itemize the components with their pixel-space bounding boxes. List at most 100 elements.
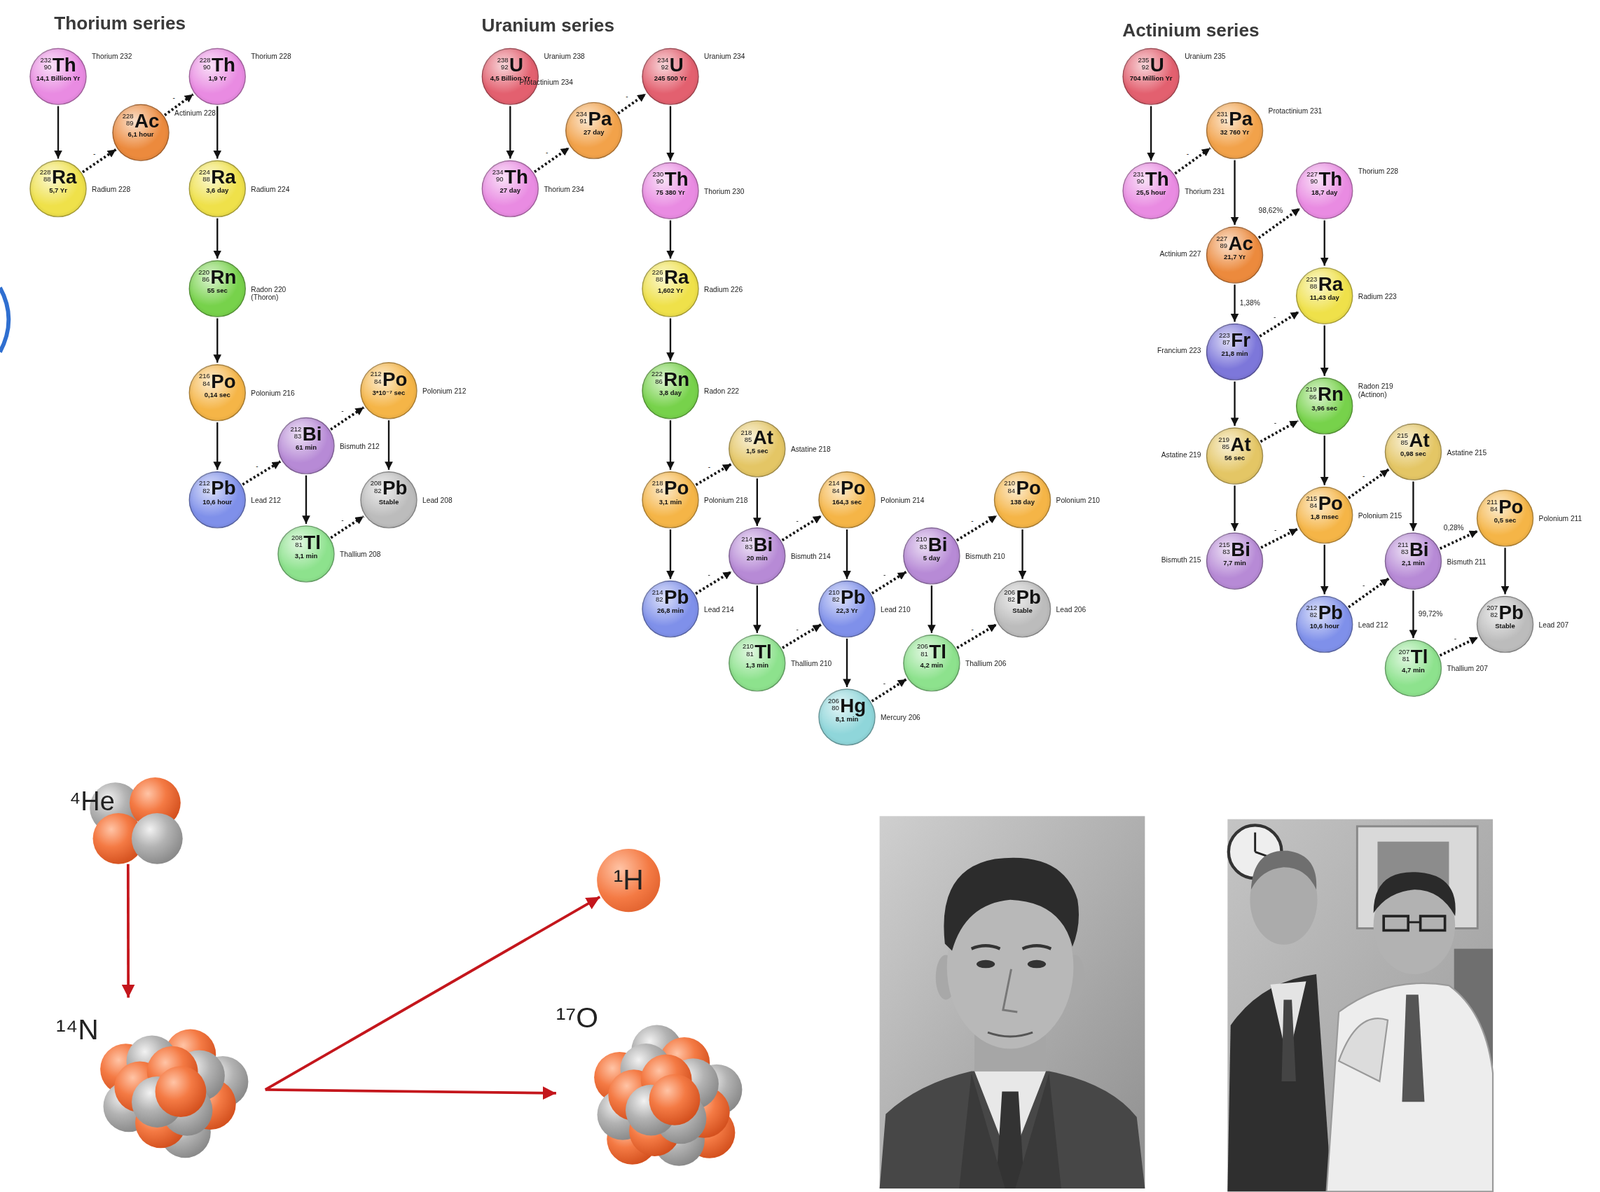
nucleon-numbers: 23492 — [657, 57, 669, 72]
nuclide-name: Protactinium 234 — [519, 78, 591, 87]
nucleon-numbers: 21282 — [1305, 605, 1317, 620]
alpha-decay-arrow — [756, 478, 758, 527]
mass-number: 206 — [1003, 589, 1016, 597]
nucleon-numbers: 22286 — [651, 371, 663, 386]
atomic-number: 82 — [1007, 596, 1016, 604]
alpha-decay-arrow — [669, 318, 672, 361]
isotope-label: ¹⁷O — [556, 1003, 599, 1033]
nuclide-name: Thallium 207 — [1447, 665, 1509, 674]
mass-number: 219 — [1218, 436, 1230, 444]
element-symbol: Po — [664, 478, 689, 499]
symbol-row: 21585At — [1396, 430, 1430, 451]
nucleon-numbers: 22890 — [199, 57, 211, 72]
element-symbol: Hg — [839, 695, 866, 716]
nuclide-name: Thallium 210 — [790, 659, 852, 669]
alpha-decay-arrow — [930, 585, 933, 634]
half-life: 11,43 day — [1302, 294, 1348, 302]
half-life: 27 day — [487, 187, 533, 195]
alpha-decay-arrow — [1412, 481, 1414, 532]
element-symbol: Th — [664, 169, 689, 190]
nucleon-numbers: 22688 — [652, 269, 664, 284]
symbol-row: 23592U — [1137, 55, 1164, 75]
nuclide-name: Lead 212 — [250, 496, 312, 506]
atomic-number: 86 — [1309, 393, 1317, 401]
half-life: 26,8 min — [647, 608, 693, 616]
mass-number: 219 — [1305, 386, 1317, 394]
alpha-decay-arrow — [1150, 105, 1152, 161]
atomic-number: 89 — [1219, 242, 1228, 250]
half-life: 1,602 Yr — [647, 287, 693, 295]
half-life: 7,7 min — [1211, 560, 1257, 568]
alpha-decay-arrow — [669, 220, 672, 260]
portrait-photo — [879, 816, 1146, 1189]
mass-number: 238 — [497, 57, 509, 65]
atomic-number: 84 — [202, 380, 211, 388]
element-symbol: Fr — [1230, 330, 1251, 351]
mass-number: 206 — [828, 697, 840, 705]
nuclide-circle: 21585At0,98 secAstatine 215 — [1384, 423, 1443, 482]
half-life: 10,6 hour — [194, 498, 240, 506]
atomic-number: 84 — [832, 487, 840, 495]
element-symbol: Th — [52, 55, 77, 75]
mass-number: 232 — [39, 57, 52, 65]
nuclide-name: Bismuth 214 — [790, 552, 852, 562]
half-life: 3,1 min — [647, 498, 693, 506]
half-life: 3,8 day — [647, 389, 693, 397]
nuclide-name: Thallium 206 — [965, 659, 1027, 669]
alpha-decay-arrow — [1323, 545, 1326, 595]
alpha-decay-arrow — [1412, 590, 1414, 639]
mass-number: 212 — [198, 480, 211, 488]
nucleon-numbers: 23491 — [575, 111, 588, 126]
nuclide-circle: 22387Fr21,8 minFrancium 223 — [1206, 323, 1264, 382]
beta-decay-arrow — [956, 624, 997, 649]
half-life: 1,9 Yr — [194, 75, 240, 83]
nucleon-numbers: 22790 — [1306, 171, 1318, 186]
nuclide-name: Francium 223 — [1139, 346, 1201, 356]
alpha-decay-arrow — [1233, 284, 1236, 322]
nuclide-circle: 22790Th18,7 dayThorium 228 — [1295, 162, 1354, 220]
nucleon-numbers: 22387 — [1218, 332, 1231, 347]
symbol-row: 22388Ra — [1305, 274, 1343, 295]
element-symbol: Po — [210, 371, 236, 391]
nucleon-numbers: 23290 — [39, 57, 52, 72]
nucleon-numbers: 21284 — [370, 371, 382, 386]
edge-label: - — [254, 461, 260, 470]
atomic-number: 84 — [1309, 502, 1318, 510]
element-symbol: Ac — [134, 111, 160, 131]
symbol-row: 23191Pa — [1216, 109, 1253, 129]
symbol-row: 23090Th — [652, 169, 688, 190]
nuclide-circle: 22688Ra1,602 YrRadium 226 — [641, 259, 700, 318]
mass-number: 231 — [1216, 111, 1229, 119]
mass-number: 223 — [1218, 332, 1231, 340]
element-symbol: Bi — [753, 534, 774, 555]
symbol-row: 22888Ra — [39, 167, 78, 188]
mass-number: 212 — [290, 426, 302, 434]
atomic-number: 82 — [1490, 612, 1498, 620]
edge-label: - — [795, 516, 800, 525]
half-life: 1,8 msec — [1302, 514, 1348, 522]
element-symbol: U — [1150, 55, 1165, 75]
alpha-decay-arrow — [388, 420, 390, 471]
mass-number: 210 — [828, 589, 840, 597]
beta-decay-arrow — [956, 515, 997, 541]
nucleon-numbers: 23892 — [497, 57, 509, 72]
nuclide-name: Lead 212 — [1358, 621, 1420, 630]
atomic-number: 92 — [500, 63, 509, 71]
atomic-number: 88 — [655, 276, 664, 284]
atomic-number: 85 — [1222, 443, 1231, 451]
edge-label: - — [881, 679, 887, 688]
atomic-number: 92 — [661, 63, 670, 71]
nuclide-name: Lead 210 — [880, 605, 942, 615]
half-life: 10,6 hour — [1302, 623, 1348, 631]
beta-decay-arrow — [1260, 528, 1298, 548]
symbol-row: 23490Th — [492, 167, 529, 188]
atomic-number: 90 — [1136, 178, 1145, 186]
element-symbol: Po — [840, 478, 866, 499]
half-life: 6,1 hour — [118, 131, 164, 139]
half-life: 4,7 min — [1390, 667, 1436, 675]
symbol-row: 23492U — [657, 55, 684, 75]
nucleon-numbers: 21283 — [290, 426, 302, 441]
edge-label: - — [92, 149, 97, 158]
nucleon-numbers: 21183 — [1397, 541, 1409, 556]
half-life: 8,1 min — [824, 716, 870, 724]
